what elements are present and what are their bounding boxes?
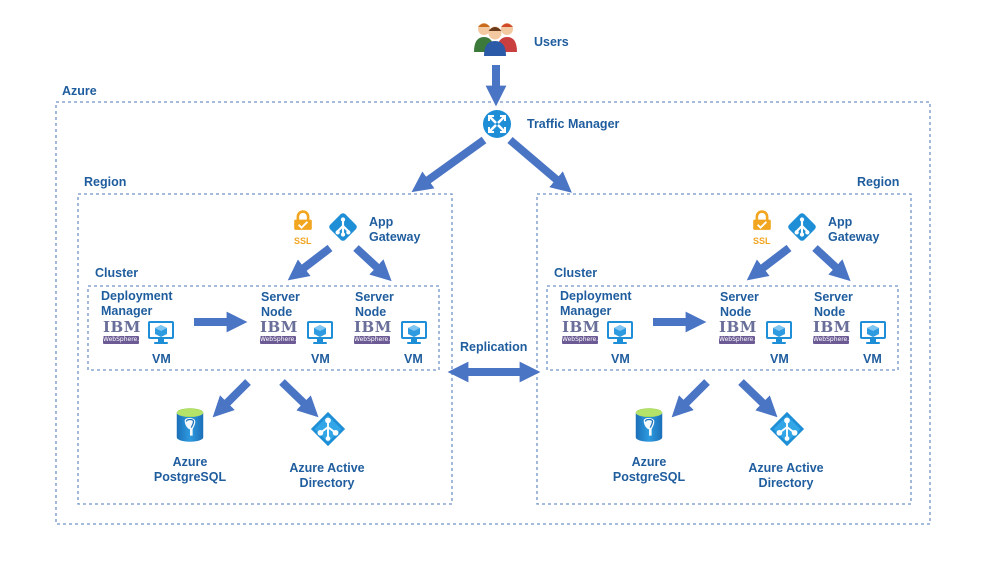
aad-label: Azure Active Directory	[289, 461, 365, 490]
vm-label: VM	[770, 352, 789, 366]
ibm-logo-text: IBM	[103, 318, 141, 336]
virtual-machine-icon	[607, 321, 633, 344]
websphere-badge: WebSphere.	[260, 336, 297, 344]
ssl-label: SSL	[753, 236, 771, 246]
arrow-gateway-to-node-1	[746, 244, 792, 281]
azure-active-directory-icon	[309, 410, 347, 448]
ssl-label: SSL	[294, 236, 312, 246]
vm-label: VM	[152, 352, 171, 366]
users-group-icon	[474, 23, 517, 56]
vm-label: VM	[404, 352, 423, 366]
vm-label: VM	[863, 352, 882, 366]
websphere-badge: WebSphere.	[354, 336, 391, 344]
aad-label: Azure Active Directory	[748, 461, 824, 490]
arrow-cluster-to-postgres	[671, 379, 710, 418]
vm-label: VM	[611, 352, 630, 366]
postgres-label: Azure PostgreSQL	[153, 455, 227, 484]
websphere-badge: WebSphere.	[103, 336, 140, 344]
region-label: Region	[857, 175, 900, 189]
ssl-lock-icon	[292, 210, 314, 232]
deployment-manager-label: Deployment Manager	[560, 289, 632, 318]
arrow-cluster-to-aad	[279, 379, 319, 418]
traffic-manager-label: Traffic Manager	[527, 117, 620, 131]
deployment-manager-label: Deployment Manager	[101, 289, 173, 318]
cluster-label: Cluster	[95, 266, 139, 280]
vm-label: VM	[311, 352, 330, 366]
ibm-logo-text: IBM	[562, 318, 600, 336]
region-box-right	[536, 193, 912, 505]
ibm-logo-text: IBM	[354, 318, 392, 336]
arrow-cluster-to-aad	[738, 379, 778, 418]
server-node-1-label: Server Node	[261, 290, 300, 319]
postgresql-database-icon	[635, 407, 663, 443]
virtual-machine-icon	[860, 321, 886, 344]
server-node-1-label: Server Node	[720, 290, 759, 319]
region-box-left	[77, 193, 453, 505]
websphere-badge: WebSphere.	[562, 336, 599, 344]
arrow-tm-to-region-left	[411, 136, 487, 193]
cluster-box-right	[546, 285, 899, 371]
flow-arrows	[411, 65, 572, 383]
postgres-label: Azure PostgreSQL	[612, 455, 686, 484]
arrow-cluster-to-postgres	[212, 379, 251, 418]
users-label: Users	[534, 35, 569, 49]
virtual-machine-icon	[401, 321, 427, 344]
server-node-2-label: Server Node	[355, 290, 394, 319]
virtual-machine-icon	[307, 321, 333, 344]
ssl-lock-icon	[751, 210, 773, 232]
region-label: Region	[84, 175, 127, 189]
app-gateway-label: App Gateway	[369, 215, 421, 244]
websphere-badge: WebSphere.	[813, 336, 850, 344]
server-node-2-label: Server Node	[814, 290, 853, 319]
virtual-machine-icon	[766, 321, 792, 344]
app-gateway-icon	[327, 211, 359, 243]
cluster-box-left	[87, 285, 440, 371]
postgresql-database-icon	[176, 407, 204, 443]
ibm-logo-text: IBM	[719, 318, 757, 336]
app-gateway-label: App Gateway	[828, 215, 880, 244]
arrow-gateway-to-node-2	[812, 245, 851, 282]
arrow-gateway-to-node-1	[287, 244, 333, 281]
arrow-gateway-to-node-2	[353, 245, 392, 282]
traffic-manager-icon	[483, 110, 511, 138]
arrow-tm-to-region-right	[507, 136, 572, 193]
ibm-logo-text: IBM	[813, 318, 851, 336]
replication-label: Replication	[460, 340, 528, 354]
ibm-logo-text: IBM	[260, 318, 298, 336]
azure-label: Azure	[62, 84, 97, 98]
azure-active-directory-icon	[768, 410, 806, 448]
app-gateway-icon	[786, 211, 818, 243]
virtual-machine-icon	[148, 321, 174, 344]
cluster-label: Cluster	[554, 266, 598, 280]
websphere-badge: WebSphere.	[719, 336, 756, 344]
